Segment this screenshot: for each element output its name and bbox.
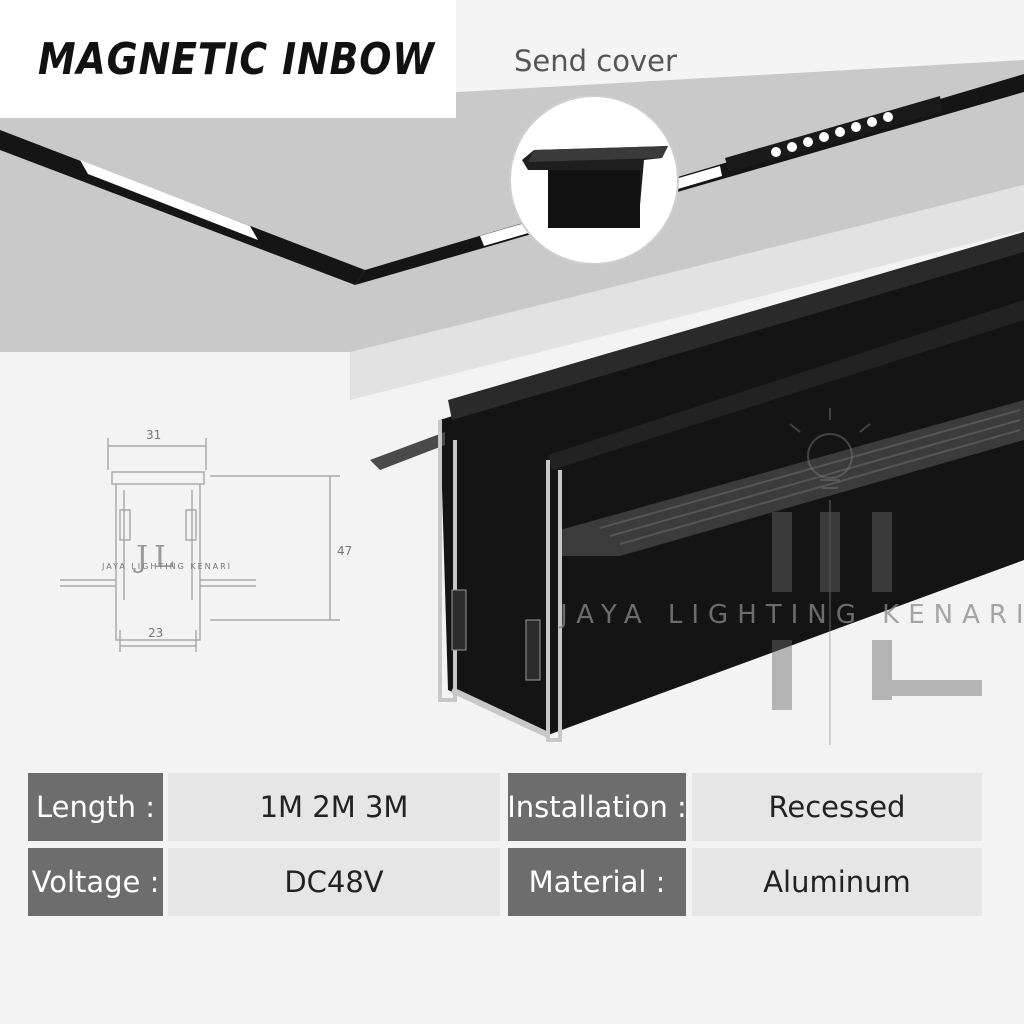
ceiling-surface — [0, 60, 1024, 352]
profile-flange-left — [370, 432, 445, 470]
spec-value-material: Aluminum — [692, 848, 982, 916]
spec-label-installation: Installation : — [507, 773, 687, 841]
ceiling-track — [0, 74, 1024, 285]
spec-value-voltage: DC48V — [168, 848, 500, 916]
spec-value-length: 1M 2M 3M — [168, 773, 500, 841]
dimension-width-top: 31 — [146, 428, 162, 442]
title-box: MAGNETIC INBOW — [0, 0, 456, 118]
spec-value-installation: Recessed — [692, 773, 982, 841]
watermark-text: JAYA LIGHTING KENARI — [560, 600, 1024, 630]
send-cover-label: Send cover — [514, 44, 677, 78]
send-cover-inset — [509, 95, 679, 265]
watermark-small-letters: JL — [136, 540, 180, 575]
spec-label-voltage: Voltage : — [28, 848, 163, 916]
track-profile — [370, 232, 1024, 742]
technical-drawing — [60, 438, 340, 652]
spec-label-material: Material : — [508, 848, 686, 916]
spotlight-dots — [771, 112, 893, 157]
dimension-height: 47 — [337, 544, 353, 558]
spec-label-length: Length : — [28, 773, 163, 841]
dimension-width-bottom: 23 — [148, 626, 164, 640]
product-title: MAGNETIC INBOW — [38, 34, 435, 85]
wall-shadow — [350, 185, 1024, 400]
watermark-small-text: JAYA LIGHTING KENARI — [102, 562, 233, 571]
watermark-logo — [772, 408, 982, 745]
